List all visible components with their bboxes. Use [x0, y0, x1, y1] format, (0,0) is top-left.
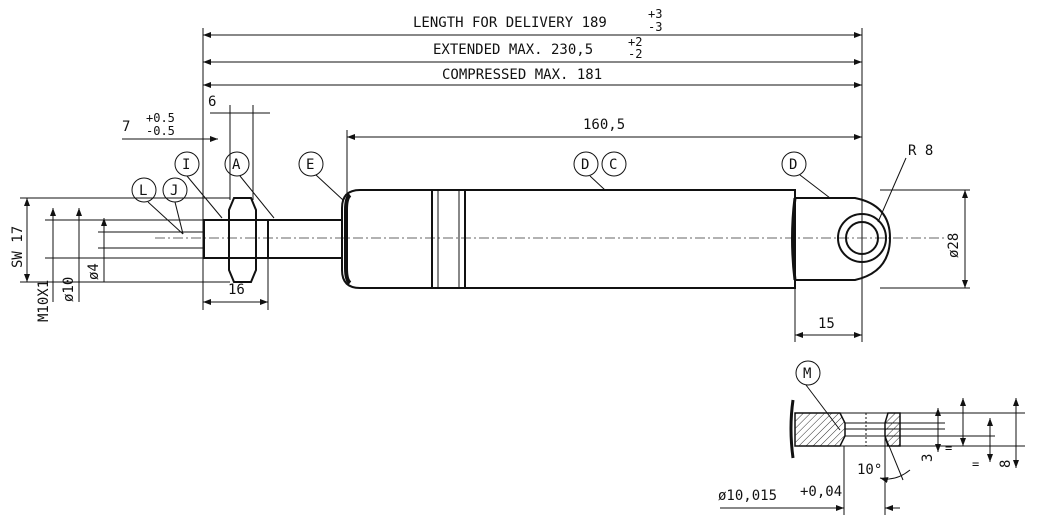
balloon-i: I: [174, 151, 223, 219]
balloon-e: E: [298, 151, 344, 201]
label-dimensions-eye_offset: 15: [818, 316, 835, 332]
label-dimensions-diameter_thread: ø10: [61, 277, 77, 302]
label-balloons-a: A: [232, 157, 241, 173]
detail-depth: 3: [920, 454, 936, 462]
dimension-thread-length: 7 +0.5 -0.5: [122, 111, 218, 142]
piston-rod: [267, 219, 343, 259]
label-dimensions-diameter_small: ø4: [86, 263, 102, 280]
dimension-extended: EXTENDED MAX. 230,5 +2 -2: [203, 35, 862, 65]
label-dimensions-extended-tol_minus: -2: [628, 47, 642, 61]
balloon-l: L: [131, 177, 184, 235]
detail-width: 8: [998, 460, 1014, 468]
balloon-d-eye: D: [781, 151, 831, 199]
balloon-c: C: [601, 151, 627, 191]
label-balloons-d1: D: [581, 157, 589, 173]
dimension-body-length: 160,5: [347, 117, 862, 140]
label-dimensions-thread_tol_minus: -0.5: [146, 124, 175, 138]
detail-equal-2: =: [972, 457, 979, 471]
label-dimensions-thread_body: 16: [228, 282, 245, 298]
label-dimensions-thread_len: 7: [122, 119, 130, 135]
dimension-eye-offset: 15: [795, 316, 862, 338]
label-balloons-d2: D: [789, 157, 797, 173]
label-balloons-c: C: [609, 157, 617, 173]
label-balloons-i: I: [182, 157, 190, 173]
cylinder-body: [341, 189, 797, 289]
label-balloons-m: M: [803, 366, 811, 382]
label-balloons-e: E: [306, 157, 314, 173]
label-balloons-j: J: [170, 183, 178, 199]
dimension-eye-radius: R 8: [877, 143, 933, 223]
dimension-nut-width: 6: [208, 94, 270, 114]
dimension-compressed: COMPRESSED MAX. 181: [203, 67, 862, 88]
detail-section: M 3 = = 8 10° ø10,015 +0,04: [718, 360, 1025, 515]
eye-end: [795, 197, 892, 281]
lock-nut: [228, 197, 257, 283]
label-dimensions-wrench: SW 17: [10, 226, 26, 268]
label-dimensions-diameter_body: ø28: [946, 233, 962, 258]
balloons: I A E L J D C D: [131, 151, 831, 235]
dimension-left: SW 17 M10X1 ø10 ø4: [10, 198, 107, 322]
balloon-j: J: [162, 177, 188, 235]
detail-equal-1: =: [945, 441, 952, 455]
label-dimensions-compressed-label: COMPRESSED MAX. 181: [442, 67, 602, 83]
detail-angle: 10°: [857, 462, 882, 478]
label-dimensions-nut_width: 6: [208, 94, 216, 110]
label-dimensions-extended-label: EXTENDED MAX. 230,5: [433, 42, 593, 58]
label-dimensions-thread_tol_plus: +0.5: [146, 111, 175, 125]
detail-bore: ø10,015: [718, 488, 777, 504]
label-dimensions-delivery-label: LENGTH FOR DELIVERY 189: [413, 15, 607, 31]
dimension-body-diameter: ø28: [946, 190, 968, 288]
label-balloons-l: L: [139, 183, 147, 199]
label-dimensions-eye_radius: R 8: [908, 143, 933, 159]
label-dimensions-extended-tol_plus: +2: [628, 35, 642, 49]
dimension-delivery: LENGTH FOR DELIVERY 189 +3 -3: [203, 7, 862, 38]
detail-bore-tol: +0,04: [800, 484, 842, 500]
balloon-d-body: D: [573, 151, 606, 191]
label-dimensions-delivery-tol_minus: -3: [648, 20, 662, 34]
label-dimensions-delivery-tol_plus: +3: [648, 7, 662, 21]
label-dimensions-body_length: 160,5: [583, 117, 625, 133]
dimension-thread-body: 16: [203, 282, 268, 305]
label-dimensions-thread: M10X1: [36, 280, 52, 322]
balloon-a: A: [224, 151, 275, 219]
